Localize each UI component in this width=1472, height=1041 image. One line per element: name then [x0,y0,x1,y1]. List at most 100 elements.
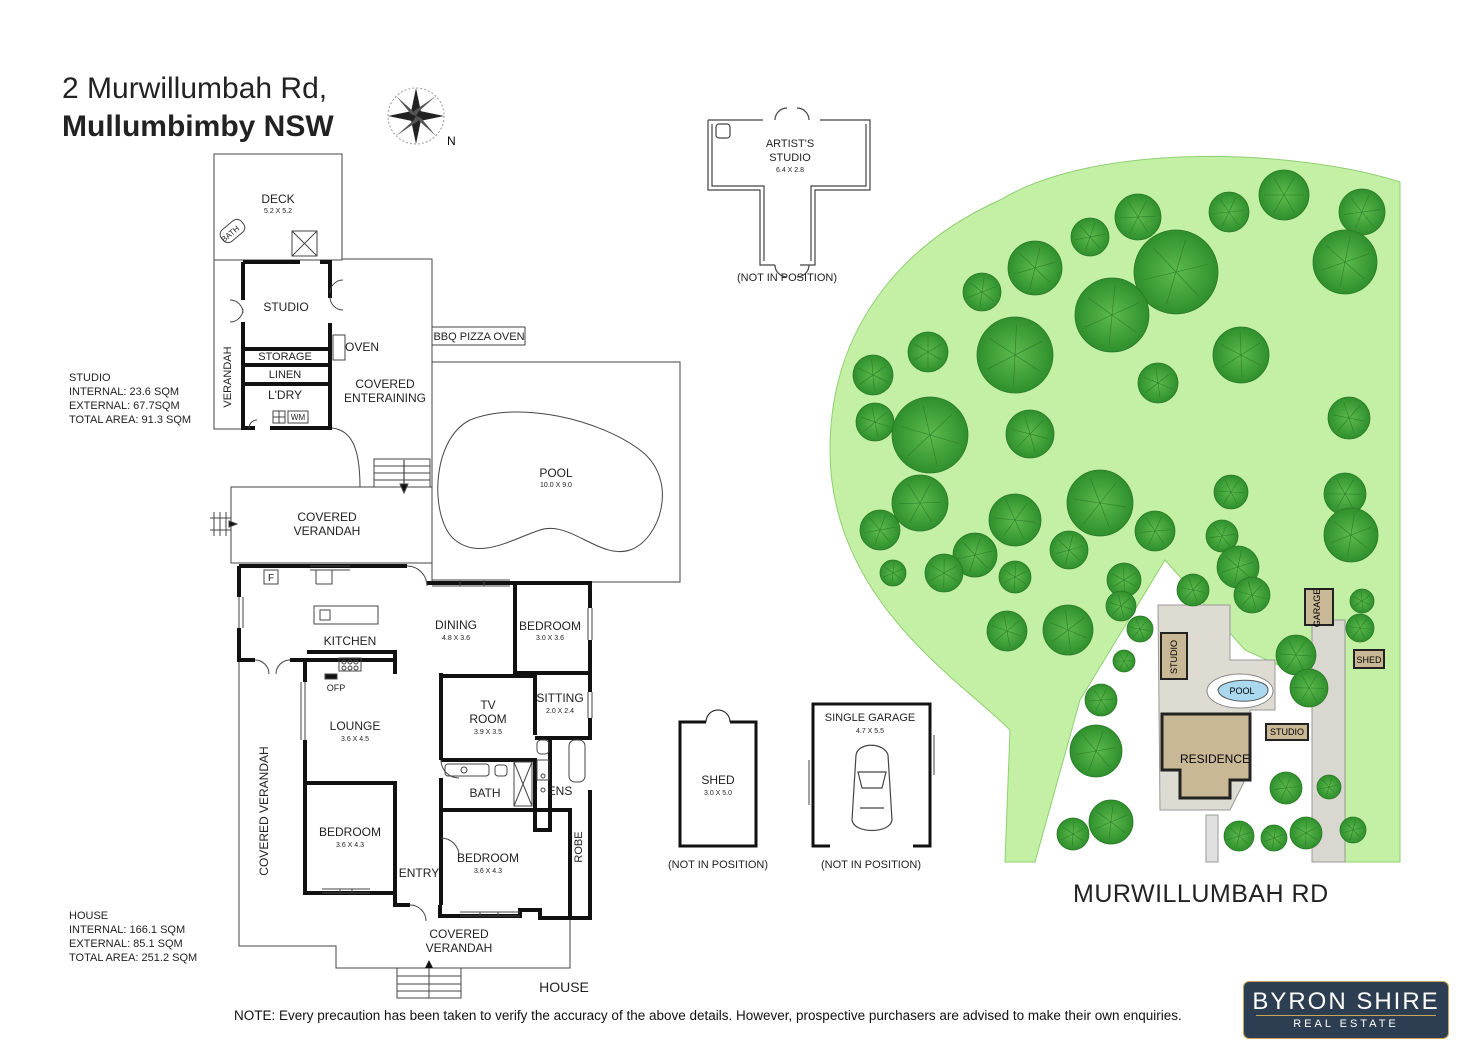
tree-branch [1175,263,1209,273]
tree-branch [1096,811,1112,823]
tree-branch [1014,340,1043,356]
tree-branch [1089,222,1096,238]
tree-branch [1278,777,1287,789]
residence-footprint [1160,712,1252,800]
tree-branch [1344,261,1365,280]
logo-divider [1256,1015,1436,1016]
site-shed [1353,649,1385,669]
bedroom-2-label: BEDROOM [319,825,381,839]
tree-branch [1294,826,1307,834]
tree-branch [1029,419,1044,435]
tree-branch [1221,566,1239,573]
compass-rose-icon: N [387,87,456,148]
tree-branch [957,554,976,560]
tree-branch [874,529,881,546]
tree-branch [1361,209,1381,213]
tree-branch [1075,750,1097,755]
tree-branch [1301,674,1310,689]
tree-branch [1014,576,1026,585]
tree-branch [869,517,881,531]
agency-logo: BYRON SHIRE REAL ESTATE [1243,981,1449,1039]
tree-branch [1251,594,1257,609]
tree-branch [1095,747,1117,752]
tree-branch [989,338,1016,356]
tree-branch [1336,479,1346,495]
tree-branch [943,565,958,574]
tree-branch [1095,731,1104,752]
tree-branch [981,286,997,293]
tree-branch [1209,535,1223,538]
tree-branch [1057,539,1070,551]
tree-branch [1353,627,1361,638]
tree-branch [927,351,942,361]
bbq-pizza-oven-label: BBQ PIZZA OVEN [433,331,524,343]
tree-branch [892,562,895,574]
tree-branch [1067,629,1087,638]
tree-branch [1328,786,1336,795]
tree-branch [1225,555,1239,568]
artists-studio-label-2: STUDIO [769,152,811,164]
tree-branch [1347,534,1352,557]
tree-branch [1217,490,1232,493]
tv-room-dimensions: 3.9 X 3.5 [474,729,502,736]
tree-branch [1062,826,1074,835]
tree-branch [994,630,1008,642]
studio-area-heading: STUDIO [69,372,111,384]
tree-branch [1228,197,1236,213]
tree-branch [1120,597,1131,607]
tree-branch [1228,211,1239,226]
tree-branch [987,354,1016,370]
tree-branch [974,538,981,556]
tree-branch [1285,776,1292,789]
tree-branch [1051,629,1069,643]
single-garage-label: SINGLE GARAGE [825,712,915,724]
tree-branch [1143,376,1159,384]
tree-branch [1120,605,1124,618]
tree-branch [927,343,943,353]
tree-branch [919,501,943,504]
tree-branch [1065,610,1069,631]
tree-branch [1119,216,1139,219]
tree-branch [1273,787,1287,790]
tree-branch [1343,401,1350,419]
tree-branch [883,572,894,578]
tree-branch [1237,561,1255,568]
tree-branch [1216,535,1223,548]
tree-branch [974,554,988,569]
site-shed-label: SHED [1356,655,1382,665]
tree-branch [1354,211,1363,230]
tree-branch [1325,244,1346,263]
tree-branch [1123,660,1129,669]
tree-branch [1192,589,1206,593]
tree-branch [1180,587,1194,591]
tree-branch [1013,576,1016,590]
tree-branch [1344,253,1370,263]
dining-label: DINING [435,618,477,632]
tree-branch [1352,819,1356,831]
tree-branch [1013,354,1016,386]
tree-branch [1064,549,1070,565]
tree-branch [1006,630,1011,647]
tree-branch [1016,433,1031,449]
tree-branch [1139,620,1147,630]
tree-branch [1011,429,1031,435]
tree-branch [1111,573,1125,581]
tree-branch [1003,576,1016,583]
tree-branch [930,564,945,574]
tree-branch [879,514,886,531]
tree-branch [1034,267,1051,284]
tree-branch [1006,500,1016,521]
tree-branch [1100,698,1114,701]
tree-branch [1087,297,1113,316]
tree-branch [1280,653,1297,656]
tree-branch [981,276,985,293]
site-studio-left-label: STUDIO [1169,640,1179,674]
tree-branch [1157,382,1161,399]
tree-branch [1003,615,1008,632]
tree-branch [1006,620,1020,632]
tree-branch [1175,239,1186,273]
tree-branch [1157,372,1171,384]
tree-branch [1136,619,1141,630]
storage-label: STORAGE [258,351,312,363]
tree-branch [1108,314,1113,345]
